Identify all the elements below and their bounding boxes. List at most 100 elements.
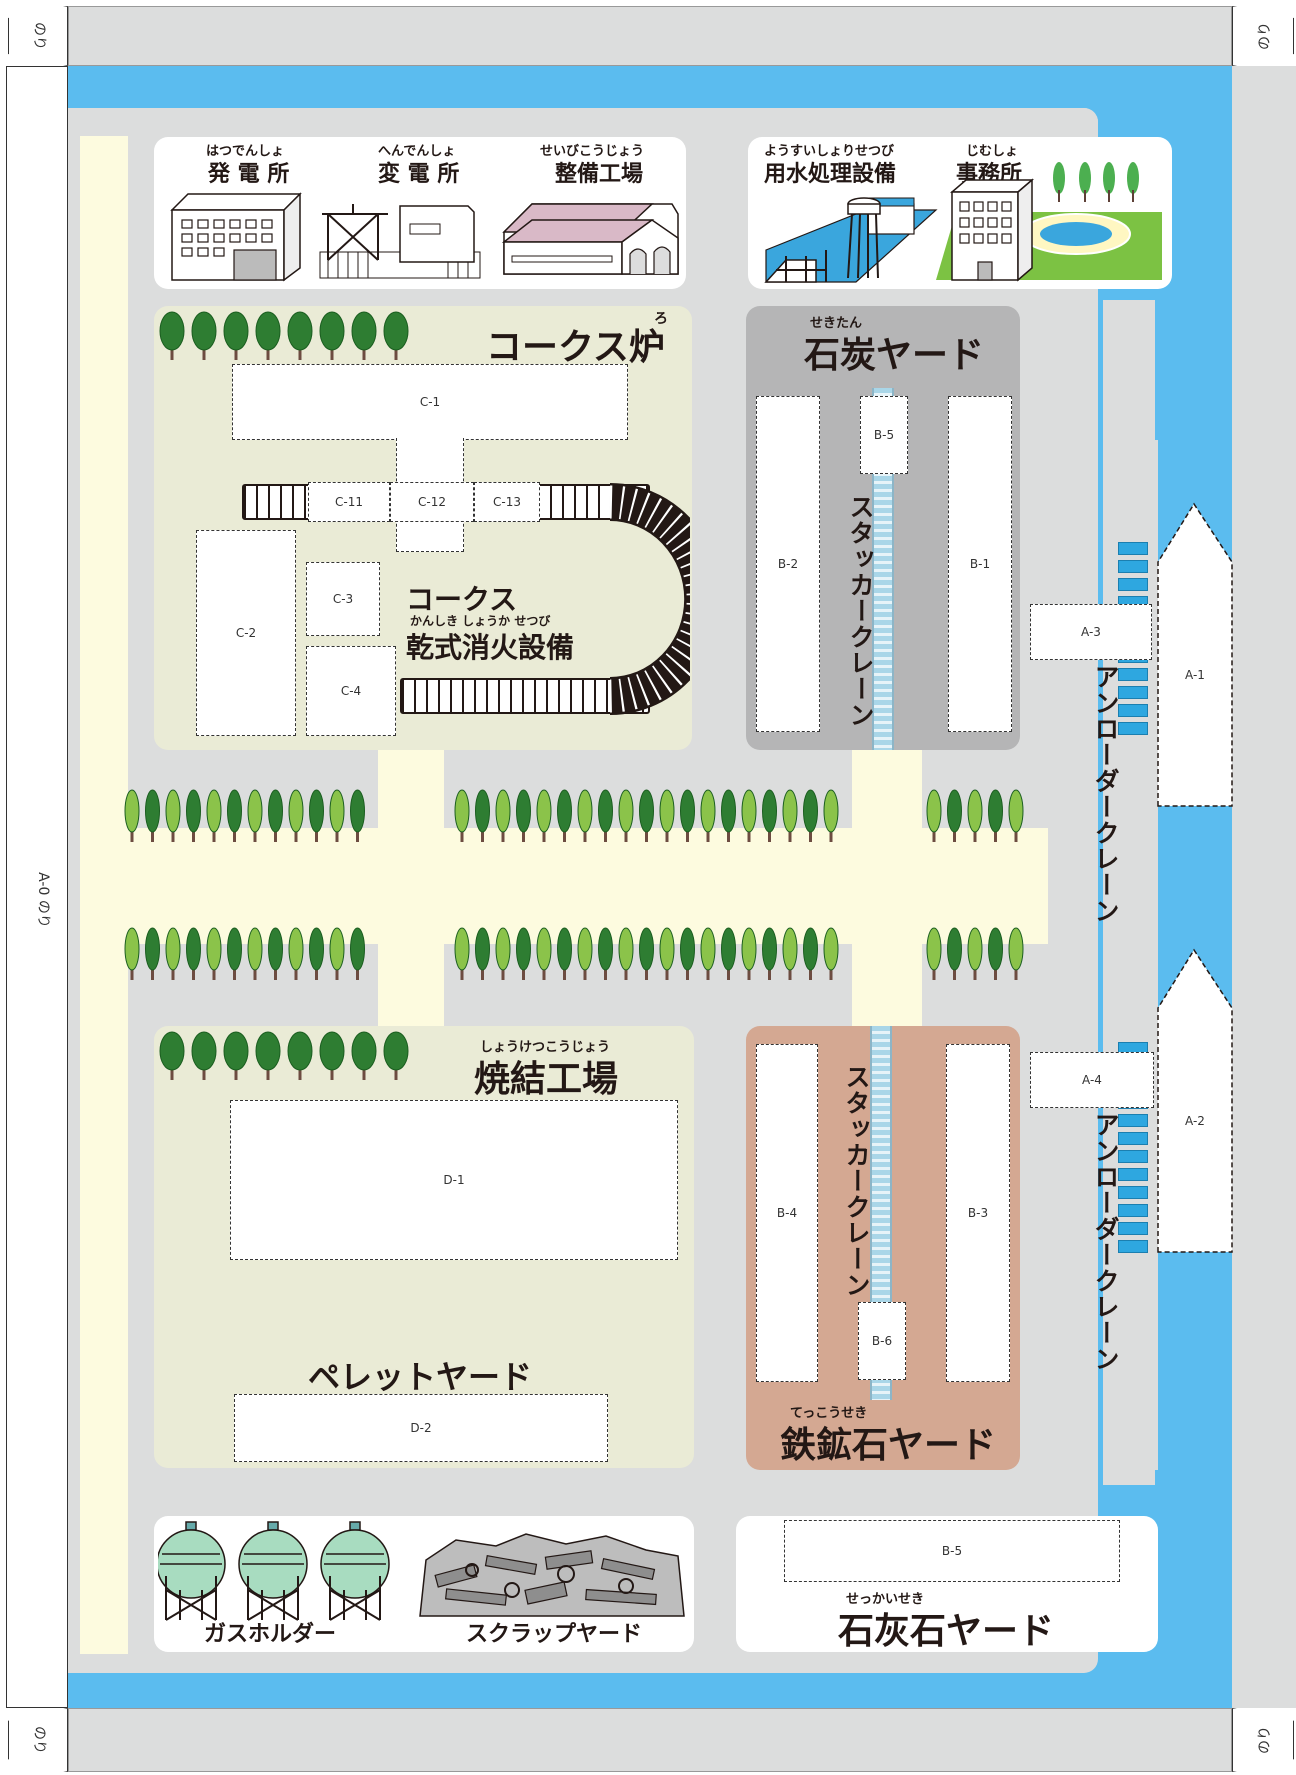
- slot-b3[interactable]: B-3: [946, 1044, 1010, 1382]
- slot-c1-label: C-1: [419, 395, 441, 409]
- tree-icon: [287, 311, 313, 360]
- coal-yard-title: 石炭ヤード: [804, 335, 985, 376]
- slot-c11-label: C-11: [335, 495, 363, 509]
- wharf-apron: [1155, 440, 1158, 1470]
- maintenance-title: 整備工場: [555, 162, 644, 187]
- coal-crane-rail: [872, 388, 894, 750]
- slot-a1-label: A-1: [1185, 668, 1205, 682]
- slot-c3[interactable]: C-3: [306, 562, 380, 636]
- slot-b4[interactable]: B-4: [756, 1044, 818, 1382]
- glue-tab-label: のり: [31, 1726, 47, 1754]
- gas-holder-icon: [158, 1521, 390, 1621]
- tree-icon: [255, 1031, 281, 1080]
- slot-b6[interactable]: B-6: [858, 1302, 906, 1380]
- slot-c4[interactable]: C-4: [306, 646, 396, 736]
- slot-c3-label: C-3: [332, 592, 354, 606]
- road-link-1: [378, 748, 444, 1028]
- unloader-crane-label-2: アンローダークレーン: [1091, 1112, 1120, 1372]
- slot-a3-label: A-3: [1081, 625, 1101, 639]
- slot-a2-label: A-2: [1185, 1114, 1205, 1128]
- slot-c12[interactable]: C-12: [390, 482, 474, 522]
- slot-b5-coal[interactable]: B-5: [860, 396, 908, 474]
- glue-tab-label: のり: [31, 22, 47, 50]
- slot-b1-label: B-1: [969, 557, 991, 571]
- slot-b1[interactable]: B-1: [948, 396, 1012, 732]
- slot-b5-limestone-label: B-5: [941, 1544, 963, 1558]
- office-icon: [936, 162, 1162, 282]
- left-glue-strip: [6, 66, 68, 1708]
- slot-b2[interactable]: B-2: [756, 396, 820, 732]
- slot-b4-label: B-4: [776, 1206, 798, 1220]
- coke-track-curve: [609, 483, 690, 715]
- slot-b5-coal-label: B-5: [873, 428, 895, 442]
- berth-marker: [1118, 1240, 1148, 1253]
- ore-stacker-crane-label: スタッカークレーン: [842, 1064, 871, 1298]
- tree-icon: [223, 1031, 249, 1080]
- tree-icon: [191, 311, 217, 360]
- tree-icon: [351, 311, 377, 360]
- cdq-ruby: かんしき しょうか せつび: [410, 614, 551, 628]
- slot-d1[interactable]: D-1: [230, 1100, 678, 1260]
- tree-icon: [319, 1031, 345, 1080]
- berth-marker: [1118, 1168, 1148, 1181]
- slot-c13[interactable]: C-13: [474, 482, 540, 522]
- substation-title: 変 電 所: [378, 162, 460, 187]
- tree-icon: [319, 311, 345, 360]
- maintenance-ruby: せいびこうじょう: [540, 144, 645, 159]
- slot-b3-label: B-3: [967, 1206, 989, 1220]
- unloader-crane-label-1: アンローダークレーン: [1091, 664, 1120, 924]
- tree-icon: [383, 1031, 409, 1080]
- berth-marker: [1118, 560, 1148, 573]
- road-link-2: [852, 748, 922, 1028]
- iron-ore-ruby: てっこうせき: [790, 1406, 868, 1421]
- slot-a2[interactable]: A-2: [1158, 1006, 1232, 1236]
- slot-c1[interactable]: C-1: [232, 364, 628, 440]
- slot-a4-label: A-4: [1082, 1073, 1102, 1087]
- maintenance-factory-icon: [502, 203, 679, 275]
- glue-tab-top-left: [8, 6, 68, 66]
- slot-a4[interactable]: A-4: [1030, 1052, 1154, 1108]
- berth-marker: [1118, 578, 1148, 591]
- slot-d2[interactable]: D-2: [234, 1394, 608, 1462]
- slot-b6-label: B-6: [871, 1334, 893, 1348]
- berth-marker: [1118, 542, 1148, 555]
- berth-marker: [1118, 1186, 1148, 1199]
- slot-c13-label: C-13: [493, 495, 521, 509]
- slot-d2-label: D-2: [410, 1421, 432, 1435]
- cdq-title-2: 乾式消火設備: [406, 631, 575, 664]
- scrap-yard-title: スクラップヤード: [466, 1622, 643, 1647]
- tree-icon: [383, 311, 409, 360]
- coke-track-lower: [400, 678, 650, 714]
- slot-a3[interactable]: A-3: [1030, 604, 1152, 660]
- tree-icon: [351, 1031, 377, 1080]
- tree-icon: [255, 311, 281, 360]
- substation-icon: [319, 204, 481, 279]
- slot-b5-limestone[interactable]: B-5: [784, 1520, 1120, 1582]
- ship-a1: [1157, 502, 1233, 807]
- slot-c2[interactable]: C-2: [196, 530, 296, 736]
- sinter-title: 焼結工場: [474, 1059, 619, 1100]
- coal-yard-ruby: せきたん: [810, 316, 863, 331]
- left-glue-label: A-0 のり: [35, 872, 51, 928]
- gas-holder-title: ガスホルダー: [204, 1622, 337, 1647]
- tree-icon: [191, 1031, 217, 1080]
- ship-a2: [1157, 948, 1233, 1253]
- slot-c11[interactable]: C-11: [308, 482, 390, 522]
- wharf-gap-sea: [1098, 300, 1103, 1485]
- slot-a1[interactable]: A-1: [1158, 560, 1232, 790]
- tree-icon: [223, 311, 249, 360]
- power-plant-icon: [170, 192, 302, 282]
- coke-oven-title: コークス炉: [486, 327, 665, 368]
- berth-marker: [1118, 704, 1148, 717]
- limestone-ruby: せっかいせき: [846, 1592, 925, 1607]
- slot-d1-label: D-1: [443, 1173, 465, 1187]
- coke-track-upper-left: [242, 484, 312, 520]
- coke-oven-title-ruby: ろ: [654, 311, 668, 327]
- slot-c2-label: C-2: [235, 626, 257, 640]
- slot-c4-label: C-4: [340, 684, 362, 698]
- berth-marker: [1118, 686, 1148, 699]
- water-treatment-ruby: ようすいしょりせつび: [764, 144, 895, 159]
- berth-marker: [1118, 1114, 1148, 1127]
- sinter-trees: [159, 1031, 409, 1080]
